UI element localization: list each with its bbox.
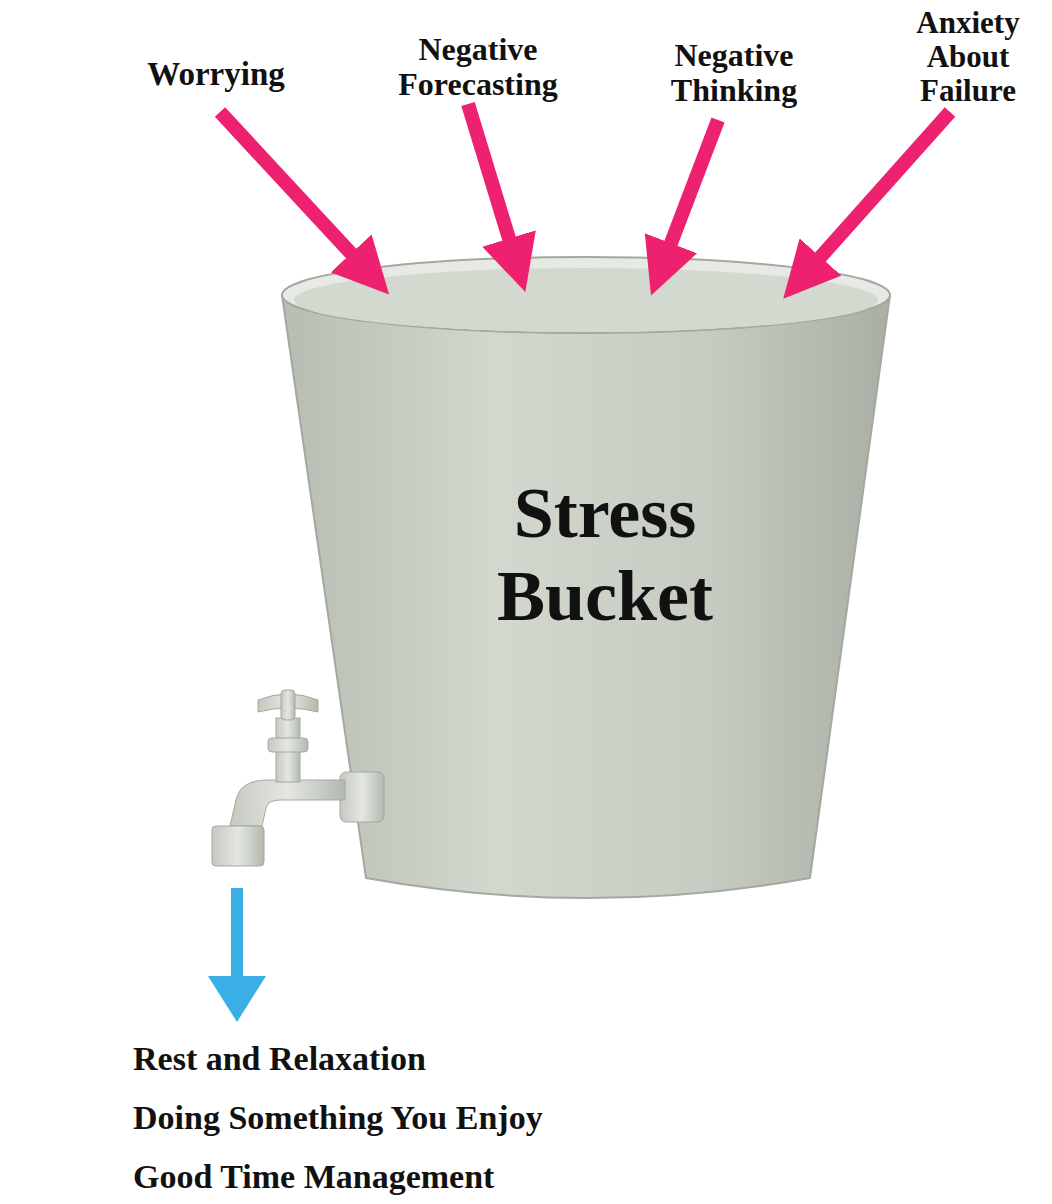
- tap: [212, 690, 384, 866]
- bucket-body: [282, 295, 890, 898]
- stressor-label: Negative Forecasting: [373, 32, 583, 102]
- input-arrows: [220, 104, 950, 280]
- bucket-title: Stress Bucket: [440, 472, 770, 638]
- relief-label: Rest and Relaxation: [133, 1040, 733, 1077]
- relief-label: Doing Something You Enjoy: [133, 1099, 733, 1136]
- stressor-label: Anxiety About Failure: [893, 6, 1043, 108]
- output-arrow: [208, 888, 266, 1022]
- relief-label: Good Time Management: [133, 1158, 733, 1195]
- bucket-label-area: Stress Bucket: [395, 410, 815, 700]
- bucket-inside: [294, 268, 878, 332]
- stressor-label: Worrying: [106, 56, 326, 92]
- stressor-label: Negative Thinking: [639, 38, 829, 108]
